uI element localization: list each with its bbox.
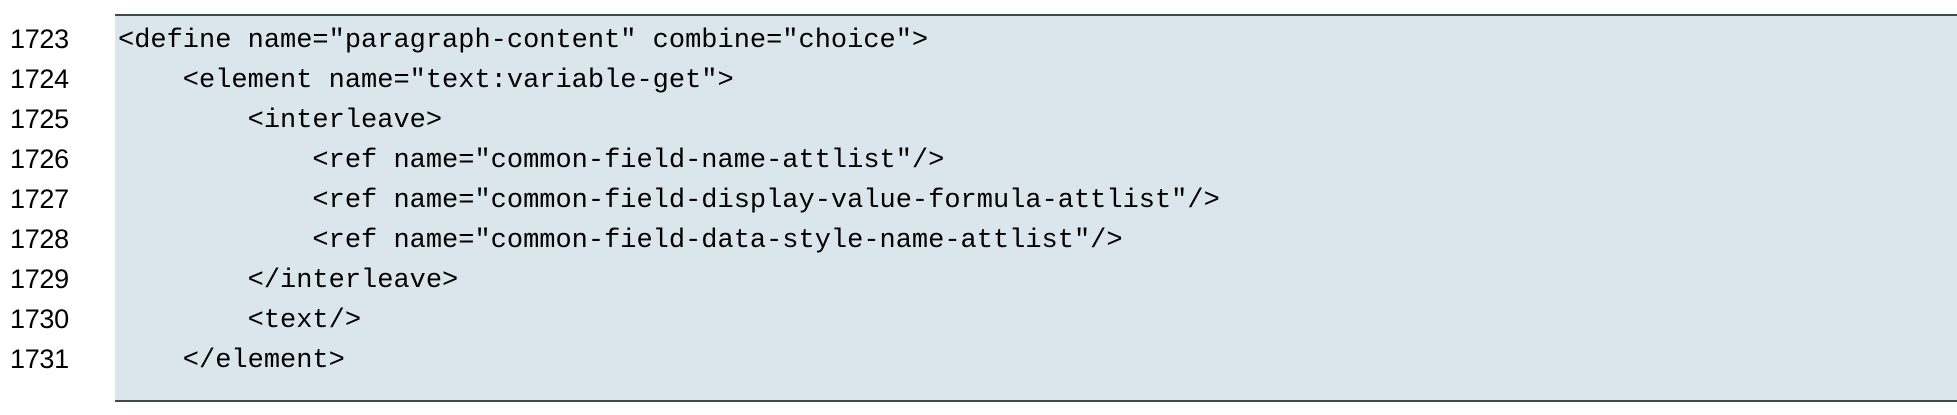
- code-line: <interleave>: [118, 106, 443, 136]
- code-line: <define name="paragraph-content" combine…: [118, 26, 929, 56]
- code-line: <ref name="common-field-display-value-fo…: [118, 186, 1220, 216]
- line-number: 1731: [10, 344, 69, 374]
- code-line: <ref name="common-field-data-style-name-…: [118, 226, 1123, 256]
- code-line: <element name="text:variable-get">: [118, 66, 734, 96]
- line-number: 1724: [10, 64, 69, 94]
- code-line: <text/>: [118, 306, 362, 336]
- code-line: </element>: [118, 346, 345, 376]
- line-number-gutter: 1723 1724 1725 1726 1727 1728 1729 1730 …: [0, 0, 115, 379]
- line-number: 1723: [10, 24, 69, 54]
- line-number: 1728: [10, 224, 69, 254]
- code-block[interactable]: <define name="paragraph-content" combine…: [115, 14, 1957, 402]
- code-line: <ref name="common-field-name-attlist"/>: [118, 146, 945, 176]
- line-number: 1729: [10, 264, 69, 294]
- line-number: 1730: [10, 304, 69, 334]
- code-line: </interleave>: [118, 266, 459, 296]
- line-number: 1725: [10, 104, 69, 134]
- line-number: 1727: [10, 184, 69, 214]
- line-number: 1726: [10, 144, 69, 174]
